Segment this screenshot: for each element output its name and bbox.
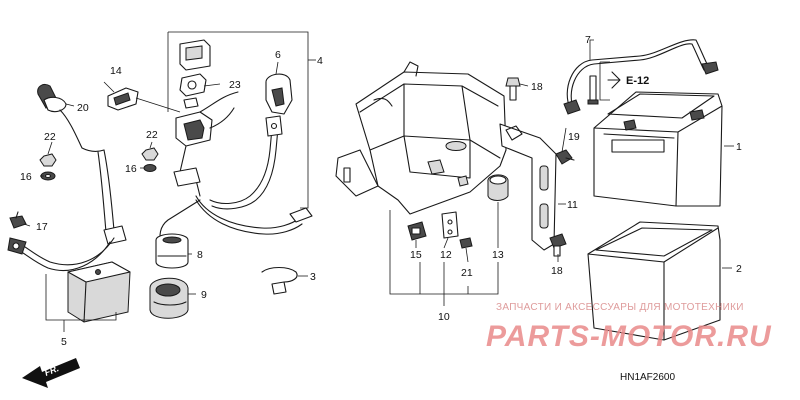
callout-21: 21: [461, 267, 473, 279]
left-nut-22: [39, 153, 57, 167]
part-18-bolt-top: [505, 77, 529, 101]
part-3-band: [261, 266, 308, 295]
callout-23: 23: [229, 79, 241, 91]
callout-5: 5: [61, 336, 67, 348]
part-19-bolt: [555, 149, 575, 165]
part-12-plate: [441, 211, 459, 239]
part-2-case: [587, 221, 732, 341]
callout-1: 1: [736, 141, 742, 153]
part-13-rubber: [487, 174, 509, 201]
callout-15: 15: [410, 249, 422, 261]
mid-nut-22: [141, 147, 159, 172]
callout-12: 12: [440, 249, 452, 261]
harness-wire: [159, 195, 313, 247]
callout-22-left: 22: [44, 131, 56, 143]
callout-10: 10: [438, 311, 450, 323]
part-15-clip: [407, 221, 427, 241]
part-18-bolt-bottom: [549, 233, 567, 257]
bracket-group-4: [167, 31, 316, 209]
callout-17: 17: [36, 221, 48, 233]
e12-reference: [607, 71, 621, 89]
callout-18-bottom: 18: [551, 265, 563, 277]
part-9-relay-boot: [149, 277, 189, 319]
watermark-tagline: ЗАПЧАСТИ И АКСЕССУАРЫ ДЛЯ МОТОТЕХНИКИ: [496, 302, 744, 313]
callout-14: 14: [110, 65, 122, 77]
callout-16-mid: 16: [125, 163, 137, 175]
callout-2: 2: [736, 263, 742, 275]
battery-tray: [335, 61, 507, 215]
e12-label: E-12: [626, 75, 649, 87]
front-arrow: FR.: [22, 358, 80, 388]
leader-lines: [23, 61, 567, 295]
part-11-bracket: [499, 123, 566, 251]
callout-11: 11: [567, 199, 578, 211]
relay-connector: [179, 39, 211, 109]
callout-8: 8: [197, 249, 203, 261]
part-6-terminal-cover: [265, 73, 293, 115]
part-14-clip: [107, 87, 181, 113]
part-20-boot: [37, 83, 75, 113]
part-8-relay: [155, 233, 189, 269]
part-21-screw: [459, 237, 473, 249]
part-17-bolt: [9, 211, 27, 229]
callout-13: 13: [492, 249, 504, 261]
callout-4: 4: [317, 55, 323, 67]
part-7-cable: [563, 39, 719, 115]
callout-20: 20: [77, 102, 89, 114]
watermark: ЗАПЧАСТИ И АКСЕССУАРЫ ДЛЯ МОТОТЕХНИКИ PA…: [486, 302, 772, 353]
callout-6: 6: [275, 49, 281, 61]
callout-19: 19: [568, 131, 580, 143]
negative-cable: [7, 109, 127, 272]
part-5-box: [45, 261, 131, 332]
bracket-group-10: [389, 210, 499, 306]
callout-22-mid: 22: [146, 129, 158, 141]
callout-7: 7: [585, 34, 591, 46]
watermark-logo: PARTS-MOTOR.RU: [486, 320, 772, 353]
callout-16-left: 16: [20, 171, 32, 183]
part-1-battery: [593, 91, 734, 207]
starter-relay: [173, 91, 239, 197]
callout-9: 9: [201, 289, 207, 301]
positive-cable: [209, 115, 283, 210]
diagram-code: HN1AF2600: [620, 372, 675, 383]
callout-18-top: 18: [531, 81, 543, 93]
callout-3: 3: [310, 271, 316, 283]
